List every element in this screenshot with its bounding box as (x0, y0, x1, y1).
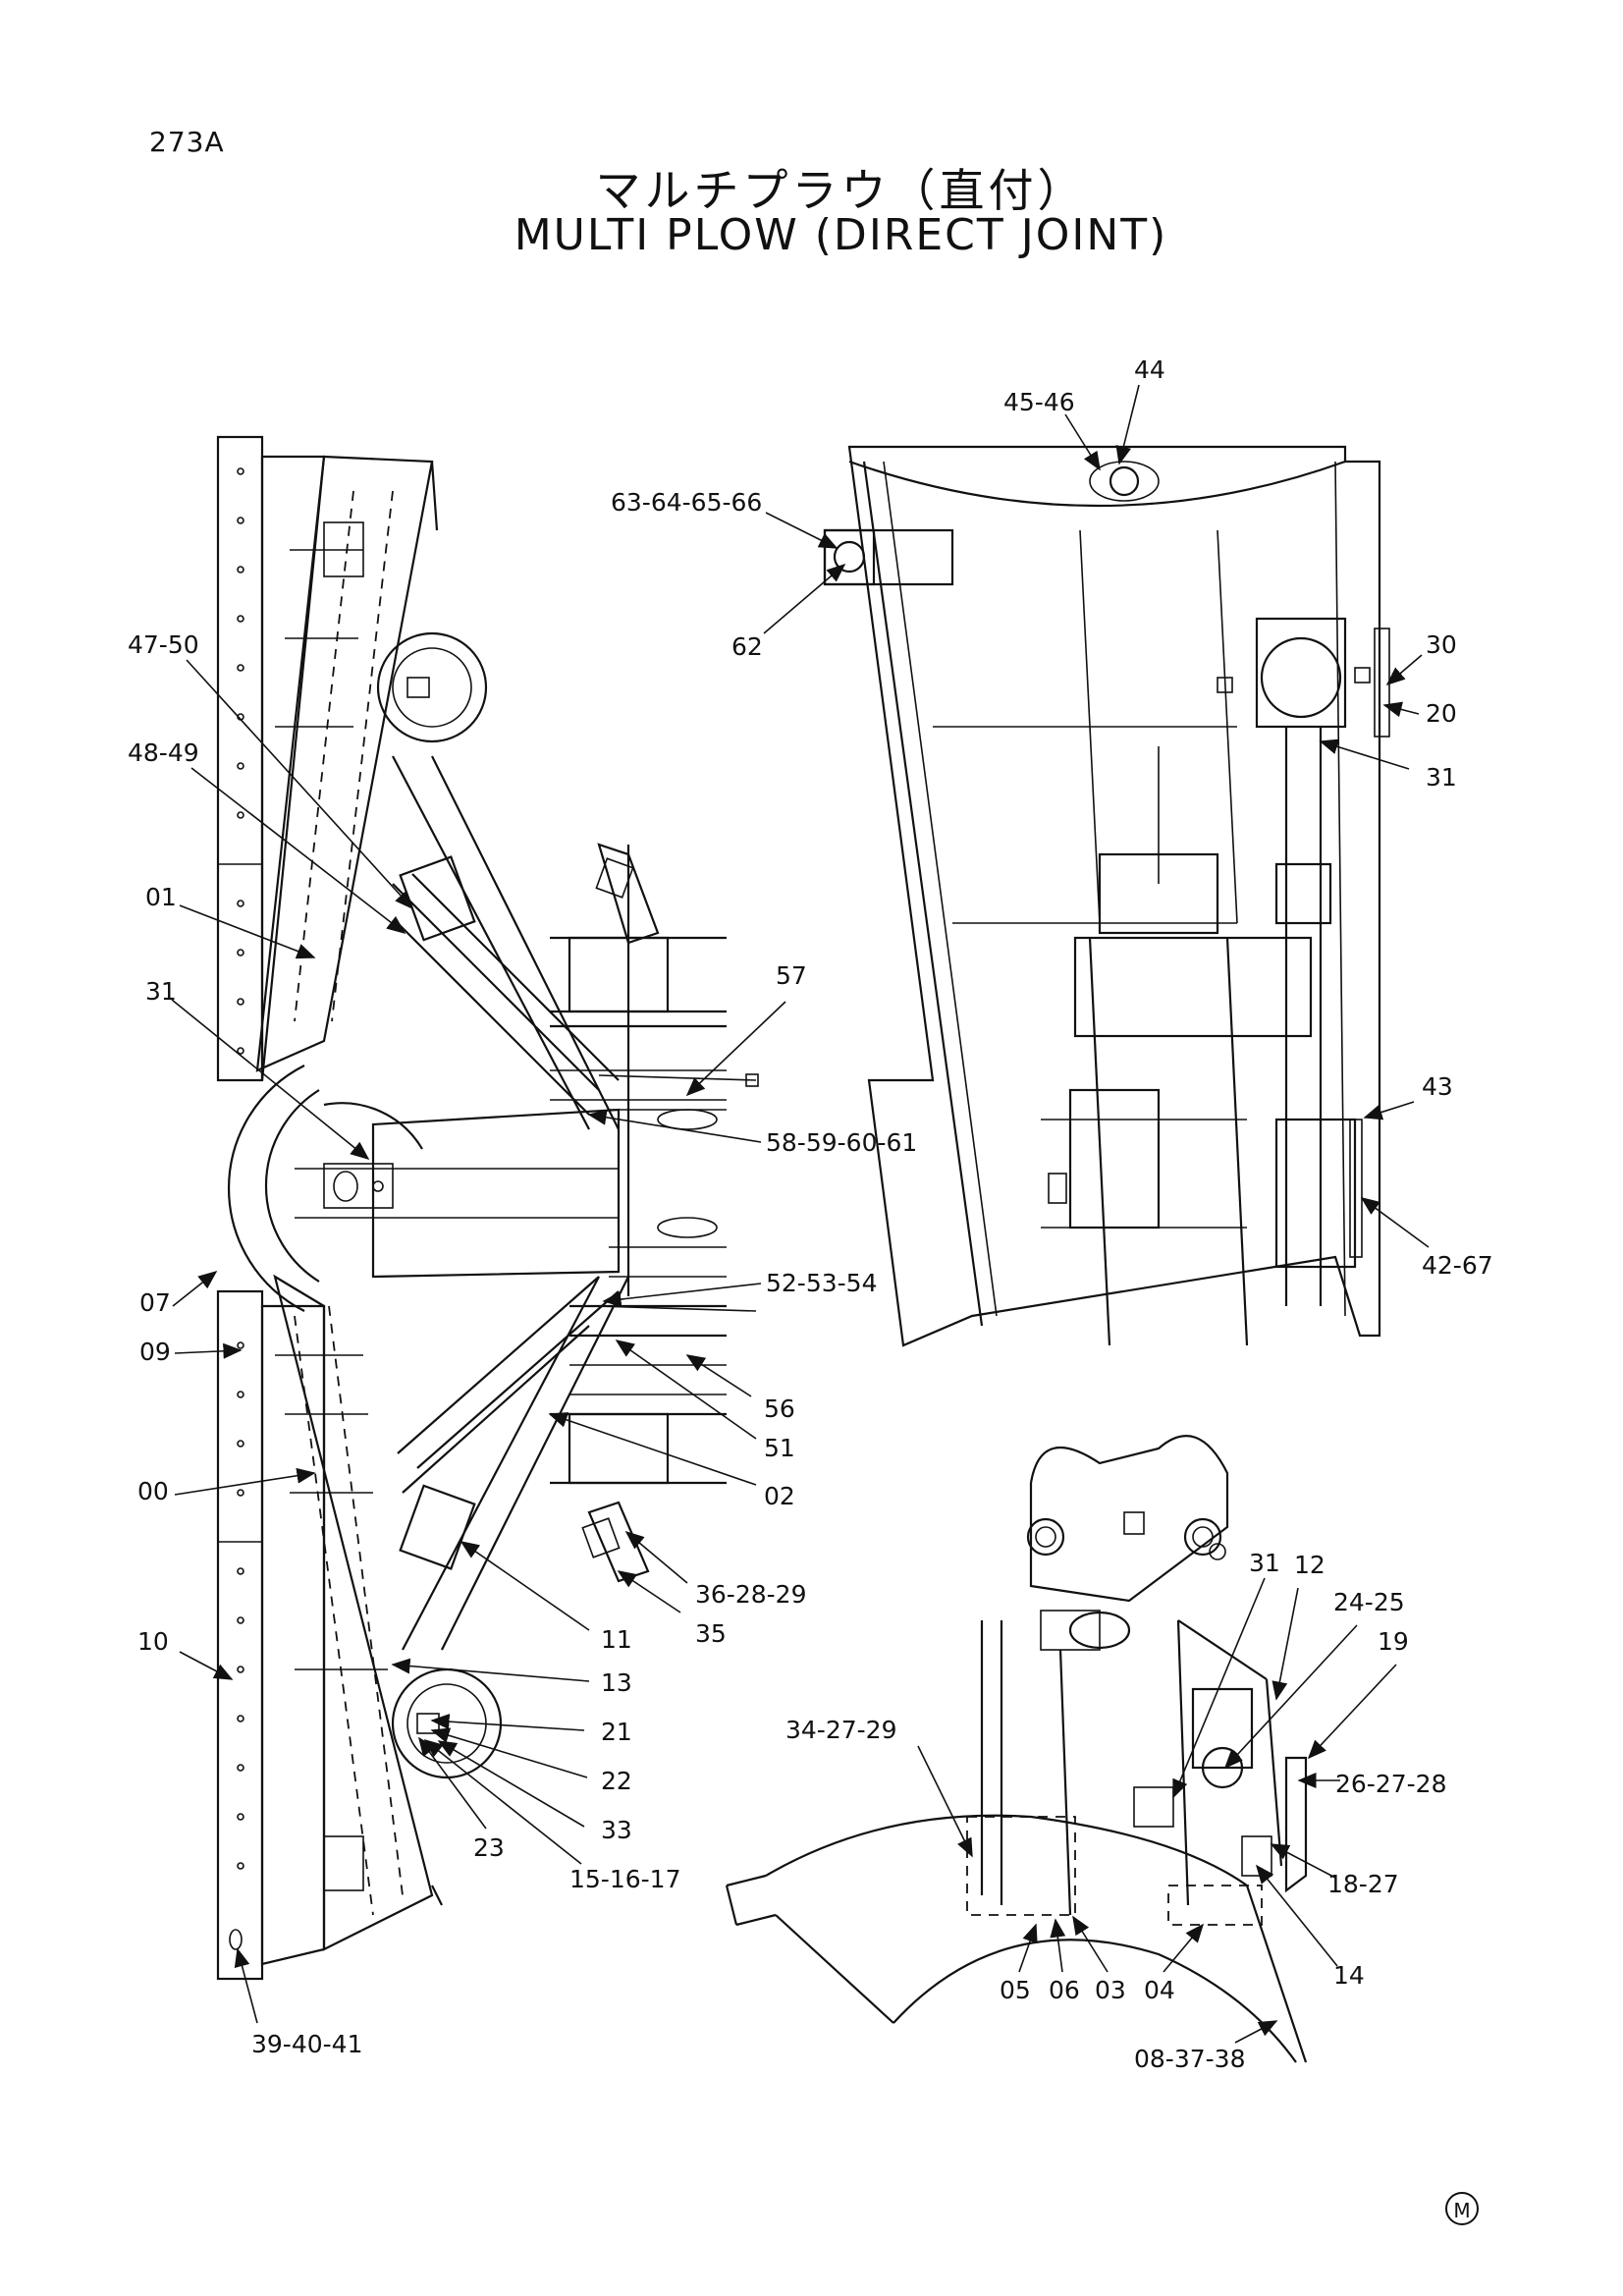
page-number: 273A (149, 126, 225, 158)
callout-10: 10 (137, 1627, 169, 1656)
callout-21: 21 (601, 1718, 632, 1746)
callout-00: 00 (137, 1477, 169, 1505)
maker-mark: M (1445, 2192, 1479, 2225)
callout-12: 12 (1294, 1551, 1325, 1579)
callout-47-50: 47-50 (128, 630, 199, 659)
callout-30: 30 (1426, 630, 1457, 659)
callout-09: 09 (139, 1338, 171, 1366)
callout-24-25: 24-25 (1333, 1588, 1405, 1616)
callout-31-bottom: 31 (1249, 1549, 1280, 1577)
callout-22: 22 (601, 1767, 632, 1795)
callout-42-67: 42-67 (1422, 1251, 1493, 1280)
callout-34-27-29: 34-27-29 (785, 1716, 896, 1744)
callout-06: 06 (1049, 1976, 1080, 2004)
callout-63-64-65-66: 63-64-65-66 (611, 488, 762, 517)
callout-07: 07 (139, 1288, 171, 1317)
callout-56: 56 (764, 1394, 795, 1423)
callout-51: 51 (764, 1434, 795, 1462)
left-view-labels: 47-50 48-49 01 31 07 09 00 10 39-40-41 5… (128, 630, 917, 2058)
callout-13: 13 (601, 1668, 632, 1697)
callout-03: 03 (1095, 1976, 1126, 2004)
callout-19: 19 (1378, 1627, 1409, 1656)
title-japanese: マルチプラウ（直付） (595, 164, 1087, 217)
top-right-view-labels: 44 45-46 63-64-65-66 62 30 20 31 43 42-6… (611, 355, 1493, 1280)
top-right-view-drawing (823, 445, 1390, 1347)
callout-62: 62 (731, 632, 763, 661)
callout-48-49: 48-49 (128, 738, 199, 767)
leader-lines (171, 384, 1430, 2044)
callout-36-28-29: 36-28-29 (695, 1580, 806, 1609)
callout-23: 23 (473, 1833, 505, 1862)
callout-31-top: 31 (1426, 763, 1457, 792)
callout-57: 57 (776, 961, 807, 990)
callout-26-27-28: 26-27-28 (1335, 1770, 1446, 1798)
callout-18-27: 18-27 (1327, 1870, 1399, 1898)
callout-52-53-54: 52-53-54 (766, 1269, 877, 1297)
callout-39-40-41: 39-40-41 (251, 2030, 362, 2058)
callout-35: 35 (695, 1619, 727, 1648)
callout-08-37-38: 08-37-38 (1134, 2045, 1245, 2073)
callout-45-46: 45-46 (1003, 388, 1075, 416)
callout-43: 43 (1422, 1072, 1453, 1101)
callout-44: 44 (1134, 355, 1165, 384)
bottom-right-view-drawing (725, 1435, 1308, 2063)
callout-20: 20 (1426, 699, 1457, 728)
callout-33: 33 (601, 1816, 632, 1844)
left-view-drawing (216, 435, 759, 1981)
callout-31-left: 31 (145, 977, 177, 1006)
blade-bolt-holes (229, 467, 244, 1950)
callout-02: 02 (764, 1482, 795, 1510)
callout-15-16-17: 15-16-17 (569, 1865, 680, 1893)
title-english: MULTI PLOW (DIRECT JOINT) (514, 210, 1168, 260)
callout-04: 04 (1144, 1976, 1175, 2004)
callout-11: 11 (601, 1625, 632, 1654)
callout-05: 05 (1000, 1976, 1031, 2004)
callout-58-59-60-61: 58-59-60-61 (766, 1128, 917, 1157)
callout-01: 01 (145, 883, 177, 911)
bottom-right-view-labels: 31 12 24-25 19 34-27-29 26-27-28 18-27 1… (785, 1549, 1446, 2073)
callout-14: 14 (1333, 1961, 1365, 1990)
